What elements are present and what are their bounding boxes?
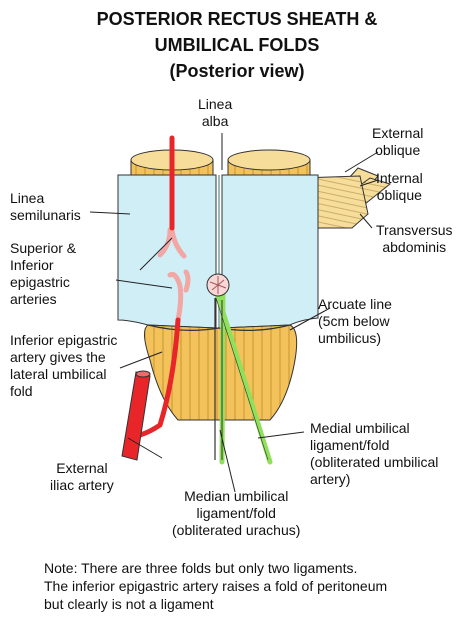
label-arcuate-line: Arcuate line (5cm below umbilicus) — [318, 296, 392, 347]
label-line: ligament/fold — [196, 505, 276, 521]
label-line: Median umbilical — [184, 488, 289, 504]
label-external-iliac-artery: External iliac artery — [50, 460, 114, 494]
label-line: oblique — [375, 142, 421, 158]
label-line: lateral umbilical — [10, 366, 107, 382]
label-line: artery gives the — [10, 349, 106, 365]
label-line: Transversus — [376, 222, 453, 238]
label-median-umbilical-fold: Median umbilical ligament/fold (oblitera… — [172, 488, 300, 539]
label-linea-semilunaris: Linea semilunaris — [10, 190, 81, 224]
label-lateral-umbilical-fold: Inferior epigastric artery gives the lat… — [10, 332, 117, 400]
label-line: Linea — [198, 96, 233, 112]
label-line: fold — [10, 383, 33, 399]
label-linea-alba: Linea alba — [198, 96, 232, 130]
diagram-title-line-1: POSTERIOR RECTUS SHEATH & — [96, 9, 378, 29]
label-epigastric-arteries: Superior & Inferior epigastric arteries — [10, 240, 76, 308]
inferior-epigastric-artery — [137, 135, 181, 438]
posterior-rectus-sheath — [117, 174, 319, 329]
label-line: arteries — [10, 291, 57, 307]
label-line: Inferior epigastric — [10, 332, 118, 348]
label-line: ligament/fold — [310, 437, 390, 453]
label-line: Superior & — [10, 240, 77, 256]
note-line-1: Note: There are three folds but only two… — [44, 560, 358, 576]
label-line: External — [372, 125, 424, 141]
label-line: oblique — [376, 187, 422, 203]
epigastric-arteries — [157, 227, 191, 323]
label-line: alba — [201, 113, 229, 129]
label-internal-oblique: Internal oblique — [376, 170, 423, 204]
note-line-3: but clearly is not a ligament — [44, 596, 214, 612]
label-line: (obliterated umbilical — [310, 454, 439, 470]
label-line: epigastric — [10, 274, 70, 290]
label-external-oblique: External oblique — [372, 125, 423, 159]
label-line: Internal — [376, 170, 423, 186]
label-line: Arcuate line — [318, 296, 392, 312]
label-line: umbilicus) — [318, 330, 382, 346]
diagram-title-line-2: UMBILICAL FOLDS — [154, 35, 320, 55]
umbilicus — [206, 273, 230, 297]
label-line: abdominis — [382, 239, 447, 255]
label-transversus-abdominis: Transversus abdominis — [376, 222, 453, 256]
label-line: Linea — [10, 190, 45, 206]
diagram-subtitle: (Posterior view) — [169, 61, 305, 81]
label-line: iliac artery — [50, 477, 114, 493]
label-medial-umbilical-fold: Medial umbilical ligament/fold (oblitera… — [310, 420, 438, 488]
label-line: External — [56, 460, 108, 476]
label-line: semilunaris — [10, 207, 81, 223]
label-line: Medial umbilical — [310, 420, 410, 436]
label-line: Inferior — [10, 257, 54, 273]
leader-lines — [89, 133, 379, 493]
medial-umbilical-ligaments — [213, 287, 273, 465]
label-line: (5cm below — [318, 313, 390, 329]
external-iliac-artery — [121, 370, 151, 461]
label-line: (obliterated urachus) — [172, 522, 301, 538]
label-line: artery) — [310, 471, 351, 487]
note-line-2: The inferior epigastric artery raises a … — [44, 578, 388, 594]
